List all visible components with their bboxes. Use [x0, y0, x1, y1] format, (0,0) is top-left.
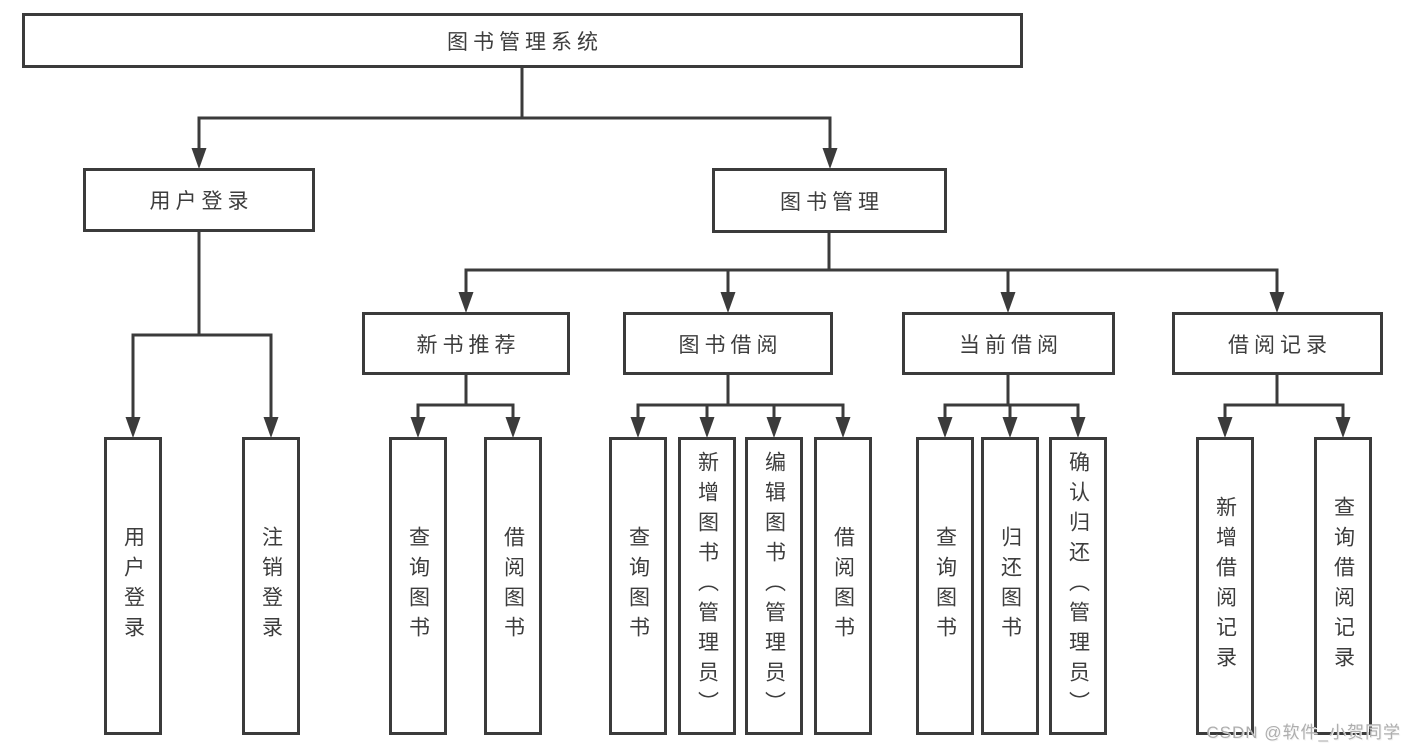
node-book-borrow-label: 图书借阅 — [678, 333, 783, 357]
leaf-borrow-books-rec-label: 借阅图书 — [501, 526, 525, 646]
node-root: 图书管理系统 — [22, 13, 1023, 68]
leaf-edit-books-admin-label: 编辑图书（管理员） — [762, 451, 786, 721]
node-borrow-record: 借阅记录 — [1172, 312, 1383, 375]
node-user-login-label: 用户登录 — [149, 190, 254, 213]
leaf-edit-books-admin: 编辑图书（管理员） — [745, 437, 803, 735]
leaf-return-books: 归还图书 — [981, 437, 1039, 735]
arrowheads — [125, 148, 1351, 438]
node-new-book-recommend-label: 新书推荐 — [416, 333, 521, 357]
leaf-user-login-label: 用户登录 — [121, 526, 145, 646]
node-borrow-record-label: 借阅记录 — [1228, 333, 1332, 357]
leaf-borrow-books-rec: 借阅图书 — [484, 437, 542, 735]
leaf-user-login: 用户登录 — [104, 437, 162, 735]
leaf-borrow-books: 借阅图书 — [814, 437, 872, 735]
node-user-login: 用户登录 — [83, 168, 315, 232]
leaf-query-books-current-label: 查询图书 — [933, 526, 957, 646]
leaf-logout: 注销登录 — [242, 437, 300, 735]
leaf-add-borrow-record-label: 新增借阅记录 — [1213, 496, 1237, 676]
node-book-borrow: 图书借阅 — [623, 312, 833, 375]
leaf-query-books-borrow-label: 查询图书 — [626, 526, 650, 646]
leaf-logout-label: 注销登录 — [259, 526, 283, 646]
node-current-borrow-label: 当前借阅 — [959, 333, 1063, 357]
leaf-confirm-return-admin: 确认归还（管理员） — [1049, 437, 1107, 735]
leaf-add-books-admin-label: 新增图书（管理员） — [695, 451, 719, 721]
leaf-query-borrow-record: 查询借阅记录 — [1314, 437, 1372, 735]
leaf-confirm-return-admin-label: 确认归还（管理员） — [1066, 451, 1090, 721]
node-book-management-label: 图书管理 — [780, 190, 884, 214]
connector-group — [131, 66, 1345, 419]
node-new-book-recommend: 新书推荐 — [362, 312, 570, 375]
node-root-label: 图书管理系统 — [447, 30, 603, 54]
node-book-management: 图书管理 — [712, 168, 947, 233]
node-current-borrow: 当前借阅 — [902, 312, 1115, 375]
leaf-add-borrow-record: 新增借阅记录 — [1196, 437, 1254, 735]
leaf-query-books-rec: 查询图书 — [389, 437, 447, 735]
leaf-query-books-rec-label: 查询图书 — [406, 526, 430, 646]
leaf-return-books-label: 归还图书 — [998, 526, 1022, 646]
leaf-add-books-admin: 新增图书（管理员） — [678, 437, 736, 735]
leaf-query-books-current: 查询图书 — [916, 437, 974, 735]
leaf-query-books-borrow: 查询图书 — [609, 437, 667, 735]
leaf-borrow-books-label: 借阅图书 — [831, 526, 855, 646]
leaf-query-borrow-record-label: 查询借阅记录 — [1331, 496, 1355, 676]
csdn-watermark: CSDN @软件_小贺同学 — [1206, 723, 1401, 742]
